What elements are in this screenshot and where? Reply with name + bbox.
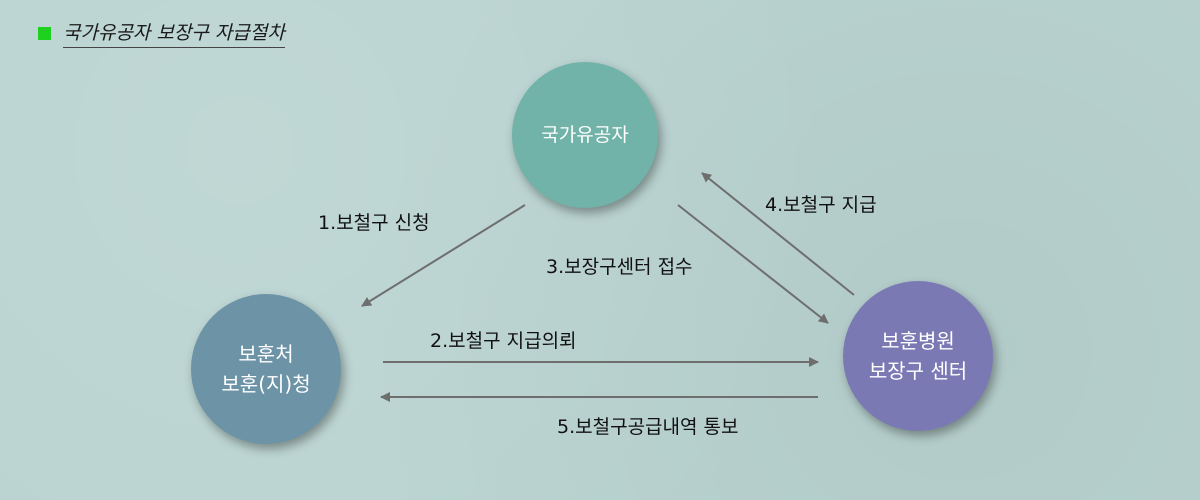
arrow-step1: [361, 204, 526, 307]
node-veteran: 국가유공자: [512, 62, 658, 208]
green-square-icon: [38, 26, 51, 40]
node-bohun-office-line1: 보훈처: [238, 342, 294, 366]
node-bohun-hospital: 보훈병원 보장구 센터: [843, 281, 993, 431]
step5-label: 5.보철구공급내역 통보: [557, 416, 739, 438]
diagram-header: 국가유공자 보장구 자급절차: [38, 18, 285, 48]
step4-label: 4.보철구 지급: [765, 194, 877, 216]
step2-label: 2.보철구 지급의뢰: [430, 330, 577, 352]
diagram-title: 국가유공자 보장구 자급절차: [63, 18, 285, 48]
node-bohun-hospital-line2: 보장구 센터: [868, 359, 968, 383]
step1-label: 1.보철구 신청: [318, 212, 430, 234]
node-bohun-hospital-line1: 보훈병원: [881, 329, 955, 353]
arrow-step3: [677, 204, 829, 324]
step3-label: 3.보장구센터 접수: [546, 256, 693, 278]
node-veteran-label: 국가유공자: [541, 123, 629, 146]
arrow-step4: [701, 172, 855, 296]
node-bohun-office-line2: 보훈(지)청: [221, 372, 311, 396]
node-bohun-office: 보훈처 보훈(지)청: [191, 294, 341, 444]
